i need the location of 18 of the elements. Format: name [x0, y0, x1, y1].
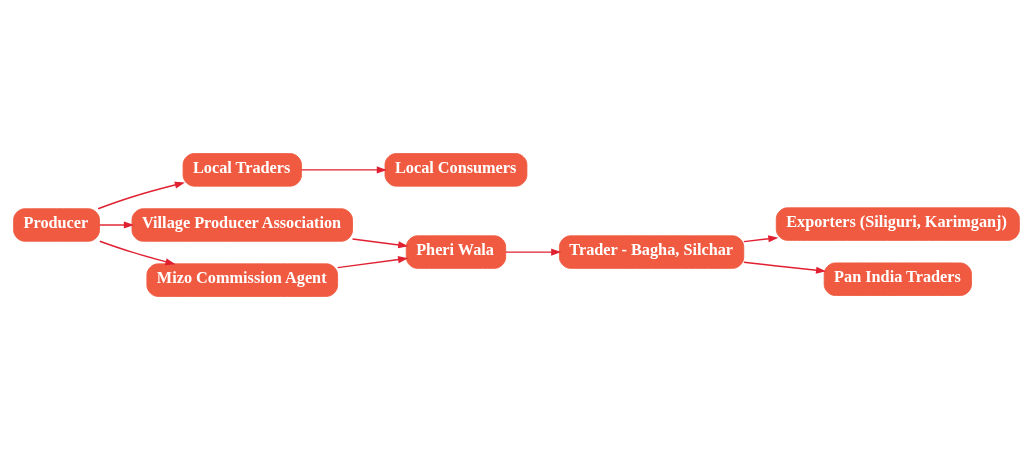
arrow	[743, 234, 779, 242]
node-box: Exporters (Siliguri, Karimganj)	[775, 206, 1020, 241]
node-box: Pheri Wala	[405, 234, 507, 269]
node-box: Village Producer Association	[131, 207, 353, 242]
arrow	[743, 261, 827, 274]
arrow	[505, 248, 562, 256]
arrow	[98, 220, 134, 229]
arrow	[97, 181, 185, 209]
node-box: Local Consumers	[384, 152, 528, 187]
arrow	[336, 255, 409, 268]
node-box: Trader - Bagha, Silchar	[558, 234, 745, 269]
arrow	[99, 240, 176, 265]
node-box: Producer	[13, 207, 100, 242]
node-box: Pan India Traders	[823, 262, 972, 296]
arrow	[300, 165, 387, 173]
node-box: Mizo Commission Agent	[146, 262, 339, 297]
node-box: Local Traders	[182, 152, 302, 187]
arrow	[351, 237, 409, 248]
